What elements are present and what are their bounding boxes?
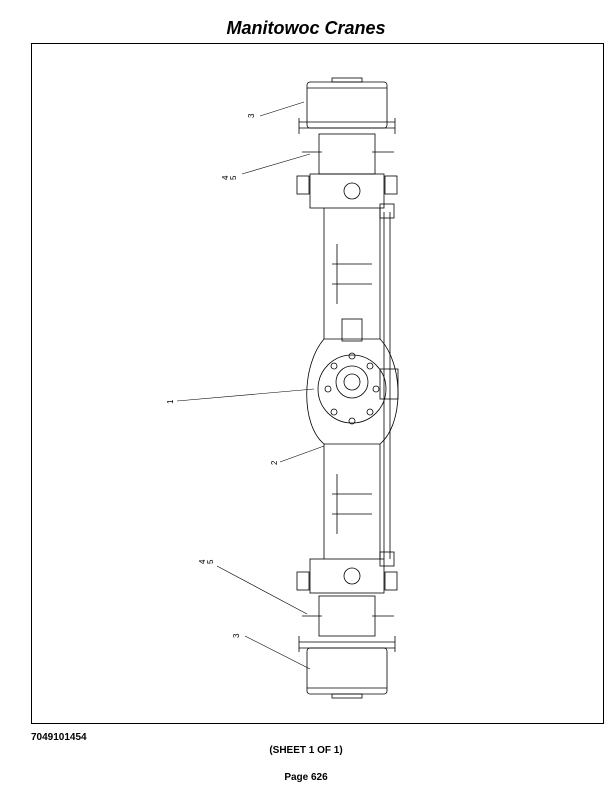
upper-axle-tube: [323, 208, 381, 339]
callout-3-bottom: 3: [232, 633, 241, 638]
leader-lines: [176, 101, 325, 670]
axle-assembly-drawing: 3 4 5 1 2 4 5 3: [166, 77, 399, 699]
tie-rod: [379, 203, 395, 567]
callout-2: 2: [270, 460, 279, 465]
top-wheel-hub: [298, 77, 396, 134]
bottom-brake-assembly: [296, 558, 398, 637]
bottom-wheel-hub: [298, 636, 396, 699]
sheet-label: (SHEET 1 OF 1): [269, 745, 343, 756]
callout-3-top: 3: [247, 113, 256, 118]
page-header-title: Manitowoc Cranes: [226, 18, 386, 38]
drawing-frame: 3 4 5 1 2 4 5 3: [31, 43, 604, 724]
callout-4-bottom: 4: [198, 559, 207, 564]
top-brake-assembly: [296, 133, 398, 209]
part-number: 7049101454: [31, 732, 87, 743]
callout-4-top: 4: [221, 175, 230, 180]
callout-5-top: 5: [229, 175, 238, 180]
page-number: Page 626: [284, 772, 328, 783]
callout-5-bottom: 5: [206, 559, 215, 564]
lower-axle-tube: [323, 444, 381, 559]
callout-1: 1: [166, 399, 175, 404]
